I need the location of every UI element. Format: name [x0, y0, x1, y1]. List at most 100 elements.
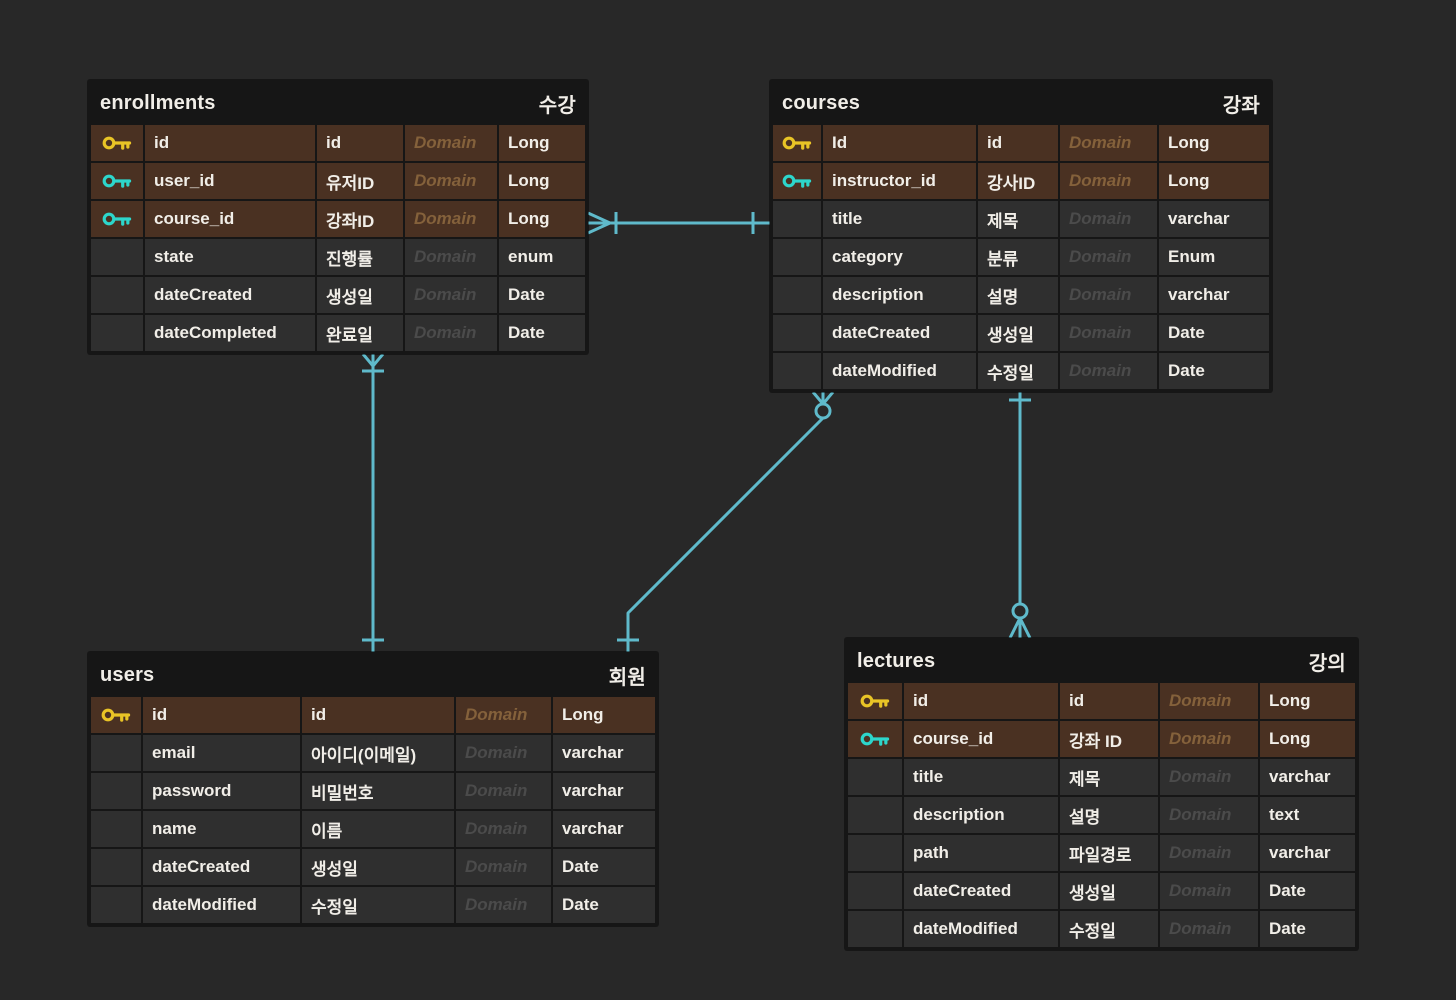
field-name[interactable]: Id	[823, 125, 976, 161]
field-label-ko[interactable]: 설명	[1060, 797, 1158, 833]
field-label-ko[interactable]: 수정일	[302, 887, 454, 923]
field-domain[interactable]: Domain	[1060, 125, 1157, 161]
field-label-ko[interactable]: 생성일	[1060, 873, 1158, 909]
field-name[interactable]: description	[823, 277, 976, 313]
field-name[interactable]: category	[823, 239, 976, 275]
relationship-line[interactable]	[626, 416, 825, 652]
field-label-ko[interactable]: id	[302, 697, 454, 733]
field-domain[interactable]: Domain	[456, 697, 551, 733]
field-name[interactable]: dateCreated	[904, 873, 1058, 909]
field-type[interactable]: Date	[1260, 873, 1355, 909]
field-name[interactable]: email	[143, 735, 300, 771]
field-type[interactable]: Date	[553, 849, 655, 885]
field-type[interactable]: Long	[553, 697, 655, 733]
field-type[interactable]: Date	[499, 277, 585, 313]
field-domain[interactable]: Domain	[1160, 835, 1258, 871]
field-label-ko[interactable]: 수정일	[978, 353, 1058, 389]
field-name[interactable]: dateCreated	[145, 277, 315, 313]
field-type[interactable]: varchar	[553, 773, 655, 809]
field-name[interactable]: dateModified	[904, 911, 1058, 947]
field-type[interactable]: text	[1260, 797, 1355, 833]
field-type[interactable]: varchar	[1260, 835, 1355, 871]
field-domain[interactable]: Domain	[405, 125, 497, 161]
field-type[interactable]: Long	[1159, 163, 1269, 199]
field-label-ko[interactable]: 아이디(이메일)	[302, 735, 454, 771]
field-name[interactable]: password	[143, 773, 300, 809]
field-type[interactable]: Long	[1159, 125, 1269, 161]
field-domain[interactable]: Domain	[405, 163, 497, 199]
field-type[interactable]: Long	[499, 201, 585, 237]
field-domain[interactable]: Domain	[1160, 797, 1258, 833]
field-domain[interactable]: Domain	[456, 811, 551, 847]
field-name[interactable]: instructor_id	[823, 163, 976, 199]
field-domain[interactable]: Domain	[456, 735, 551, 771]
field-type[interactable]: Long	[499, 163, 585, 199]
field-label-ko[interactable]: id	[317, 125, 403, 161]
field-domain[interactable]: Domain	[1160, 683, 1258, 719]
field-name[interactable]: id	[904, 683, 1058, 719]
field-name[interactable]: course_id	[904, 721, 1058, 757]
field-name[interactable]: title	[823, 201, 976, 237]
field-name[interactable]: name	[143, 811, 300, 847]
field-label-ko[interactable]: 생성일	[978, 315, 1058, 351]
field-name[interactable]: dateCreated	[143, 849, 300, 885]
field-domain[interactable]: Domain	[1060, 239, 1157, 275]
table-logical-name[interactable]: 수강	[538, 94, 576, 117]
field-label-ko[interactable]: 분류	[978, 239, 1058, 275]
field-name[interactable]: title	[904, 759, 1058, 795]
table-header[interactable]: courses 강좌	[773, 83, 1269, 123]
field-type[interactable]: varchar	[1159, 201, 1269, 237]
field-domain[interactable]: Domain	[456, 887, 551, 923]
table-logical-name[interactable]: 회원	[608, 666, 646, 689]
table-name[interactable]: lectures	[857, 649, 936, 672]
field-name[interactable]: id	[145, 125, 315, 161]
table-logical-name[interactable]: 강의	[1308, 652, 1346, 675]
field-domain[interactable]: Domain	[1160, 911, 1258, 947]
field-domain[interactable]: Domain	[405, 201, 497, 237]
field-type[interactable]: varchar	[1260, 759, 1355, 795]
field-type[interactable]: Enum	[1159, 239, 1269, 275]
field-label-ko[interactable]: 생성일	[302, 849, 454, 885]
field-name[interactable]: dateModified	[143, 887, 300, 923]
table-header[interactable]: lectures 강의	[848, 641, 1355, 681]
field-label-ko[interactable]: 비밀번호	[302, 773, 454, 809]
field-type[interactable]: varchar	[553, 811, 655, 847]
field-type[interactable]: Long	[1260, 721, 1355, 757]
field-label-ko[interactable]: 유저ID	[317, 163, 403, 199]
field-name[interactable]: state	[145, 239, 315, 275]
field-type[interactable]: Date	[1159, 353, 1269, 389]
field-label-ko[interactable]: 생성일	[317, 277, 403, 313]
field-domain[interactable]: Domain	[1160, 721, 1258, 757]
field-domain[interactable]: Domain	[456, 849, 551, 885]
field-type[interactable]: Long	[1260, 683, 1355, 719]
relationship-enrollments-users[interactable]	[361, 353, 385, 652]
field-name[interactable]: id	[143, 697, 300, 733]
field-label-ko[interactable]: 제목	[978, 201, 1058, 237]
field-label-ko[interactable]: 완료일	[317, 315, 403, 351]
table-name[interactable]: users	[100, 663, 155, 686]
field-type[interactable]: Date	[499, 315, 585, 351]
field-domain[interactable]: Domain	[1160, 873, 1258, 909]
